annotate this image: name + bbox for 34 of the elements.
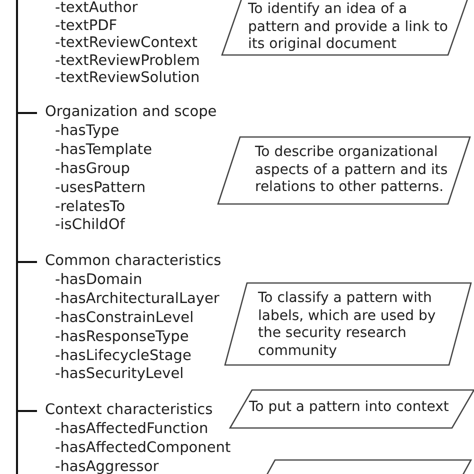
description-parallelogram bbox=[218, 137, 470, 204]
description-parallelogram bbox=[222, 0, 470, 55]
branch-line bbox=[17, 112, 37, 114]
description-text: To describe organizational aspects of a pattern and its relations to other patterns. bbox=[255, 144, 449, 196]
attribute-name: -hasAffectedFunction bbox=[54, 420, 210, 439]
attribute-name: -hasType bbox=[54, 122, 120, 141]
attribute-name: -hasGroup bbox=[54, 160, 132, 179]
attribute-name: -textAuthor bbox=[54, 0, 139, 18]
attribute-name: -textReviewProblem bbox=[54, 52, 200, 70]
attribute-name: -hasConstrainLevel bbox=[54, 308, 195, 328]
attribute-name: -relatesTo bbox=[54, 198, 126, 216]
description-parallelogram bbox=[230, 390, 474, 428]
description-parallelogram bbox=[225, 283, 471, 365]
attribute-name: -textReviewSolution bbox=[54, 70, 200, 88]
section-heading: Common characteristics bbox=[45, 252, 222, 271]
attribute-name: -usesPattern bbox=[54, 178, 147, 198]
section-heading: Context characteristics bbox=[45, 401, 214, 420]
description-text: To put a pattern into context bbox=[249, 399, 450, 416]
attribute-name: -hasSecurityLevel bbox=[54, 365, 185, 384]
attribute-name: -hasAffectedComponent bbox=[54, 438, 231, 458]
description-text: To classify a pattern with labels, which are used by the security research community bbox=[258, 290, 437, 360]
attribute-name: -hasDomain bbox=[54, 270, 144, 290]
attribute-name: -hasArchitecturalLayer bbox=[54, 290, 220, 309]
branch-line bbox=[17, 410, 37, 412]
description-text: To identify an idea of a pattern and provide a link to its original document bbox=[248, 1, 449, 54]
attribute-name: -hasTemplate bbox=[54, 140, 154, 160]
branch-line bbox=[17, 261, 37, 263]
attribute-name: -hasResponseType bbox=[54, 328, 190, 347]
attribute-name: -textReviewContext bbox=[54, 35, 198, 53]
attribute-name: -textPDF bbox=[54, 18, 118, 36]
attribute-name: -hasAggressor bbox=[54, 458, 160, 474]
attribute-name: -hasLifecycleStage bbox=[54, 346, 192, 366]
section-heading: Organization and scope bbox=[45, 103, 217, 122]
attribute-name: -isChildOf bbox=[54, 216, 126, 236]
